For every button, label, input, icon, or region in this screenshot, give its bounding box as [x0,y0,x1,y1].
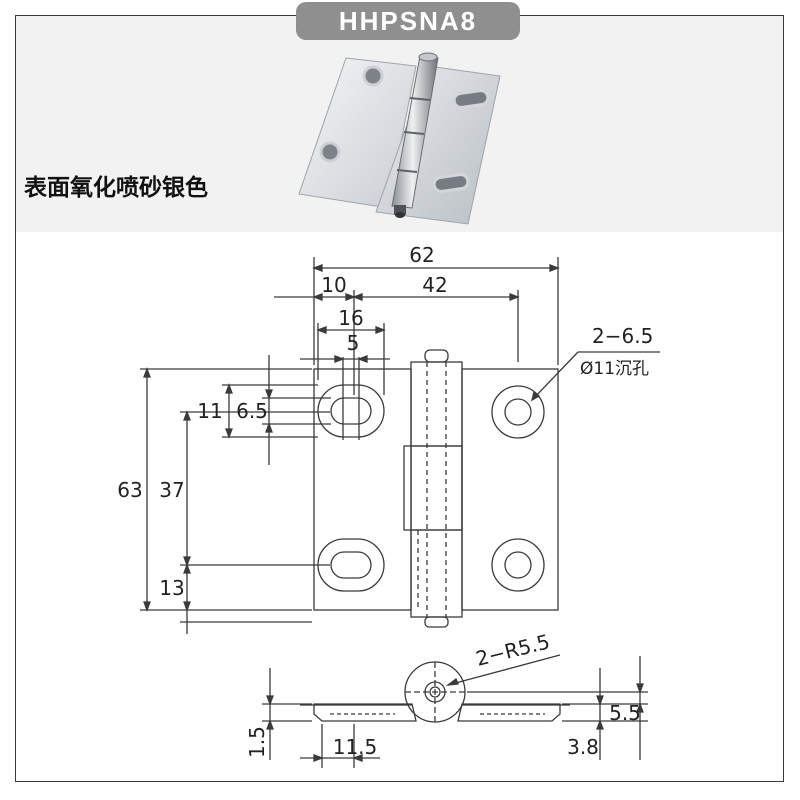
side-view [262,654,648,768]
dim-label-13: 13 [159,576,184,600]
dim-label-10: 10 [321,273,346,297]
dim-label-5-5: 5.5 [609,701,641,725]
dim-10-42 [274,293,520,301]
dim-62 [312,264,560,272]
dim-6-5 [265,355,273,465]
left-leaf-outline [313,368,412,611]
dim-63 [143,367,151,612]
dim-label-42: 42 [422,273,447,297]
dim-11 [225,383,233,439]
dim-label-62: 62 [409,243,434,267]
side-leaf-right [457,703,561,722]
countersunk-hole-top [491,385,545,439]
hinge-knuckle [391,52,439,218]
hole-spec-line2: Ø11沉孔 [580,359,649,379]
hole-spec-line1: 2−6.5 [592,324,653,348]
dim-label-3-8: 3.8 [567,735,599,759]
slot-top [317,384,385,438]
dim-16 [316,326,386,334]
dim-label-63: 63 [117,478,142,502]
product-photo-panel [16,16,783,232]
hinge-photo [298,52,501,225]
dim-label-5: 5 [347,331,360,355]
dim-label-16: 16 [338,306,363,330]
dim-label-11: 11 [197,399,222,423]
finish-label: 表面氧化喷砂银色 [24,175,208,201]
dim-37-13 [183,410,191,634]
hole-spec-leader [530,351,660,402]
dim-label-6-5: 6.5 [236,399,268,423]
radius-leader [445,654,561,686]
front-view [140,257,660,634]
knuckle-outline [403,349,463,628]
side-leaf-left [313,703,417,722]
dim-label-1-5: 1.5 [245,726,269,758]
countersunk-hole-bottom [491,538,545,592]
dim-label-r5-5: 2−R5.5 [473,629,552,670]
dim-label-11-5: 11.5 [333,735,378,759]
dim-5 [300,355,390,363]
dim-label-37: 37 [159,478,184,502]
model-badge: HHPSNA8 [296,2,520,40]
